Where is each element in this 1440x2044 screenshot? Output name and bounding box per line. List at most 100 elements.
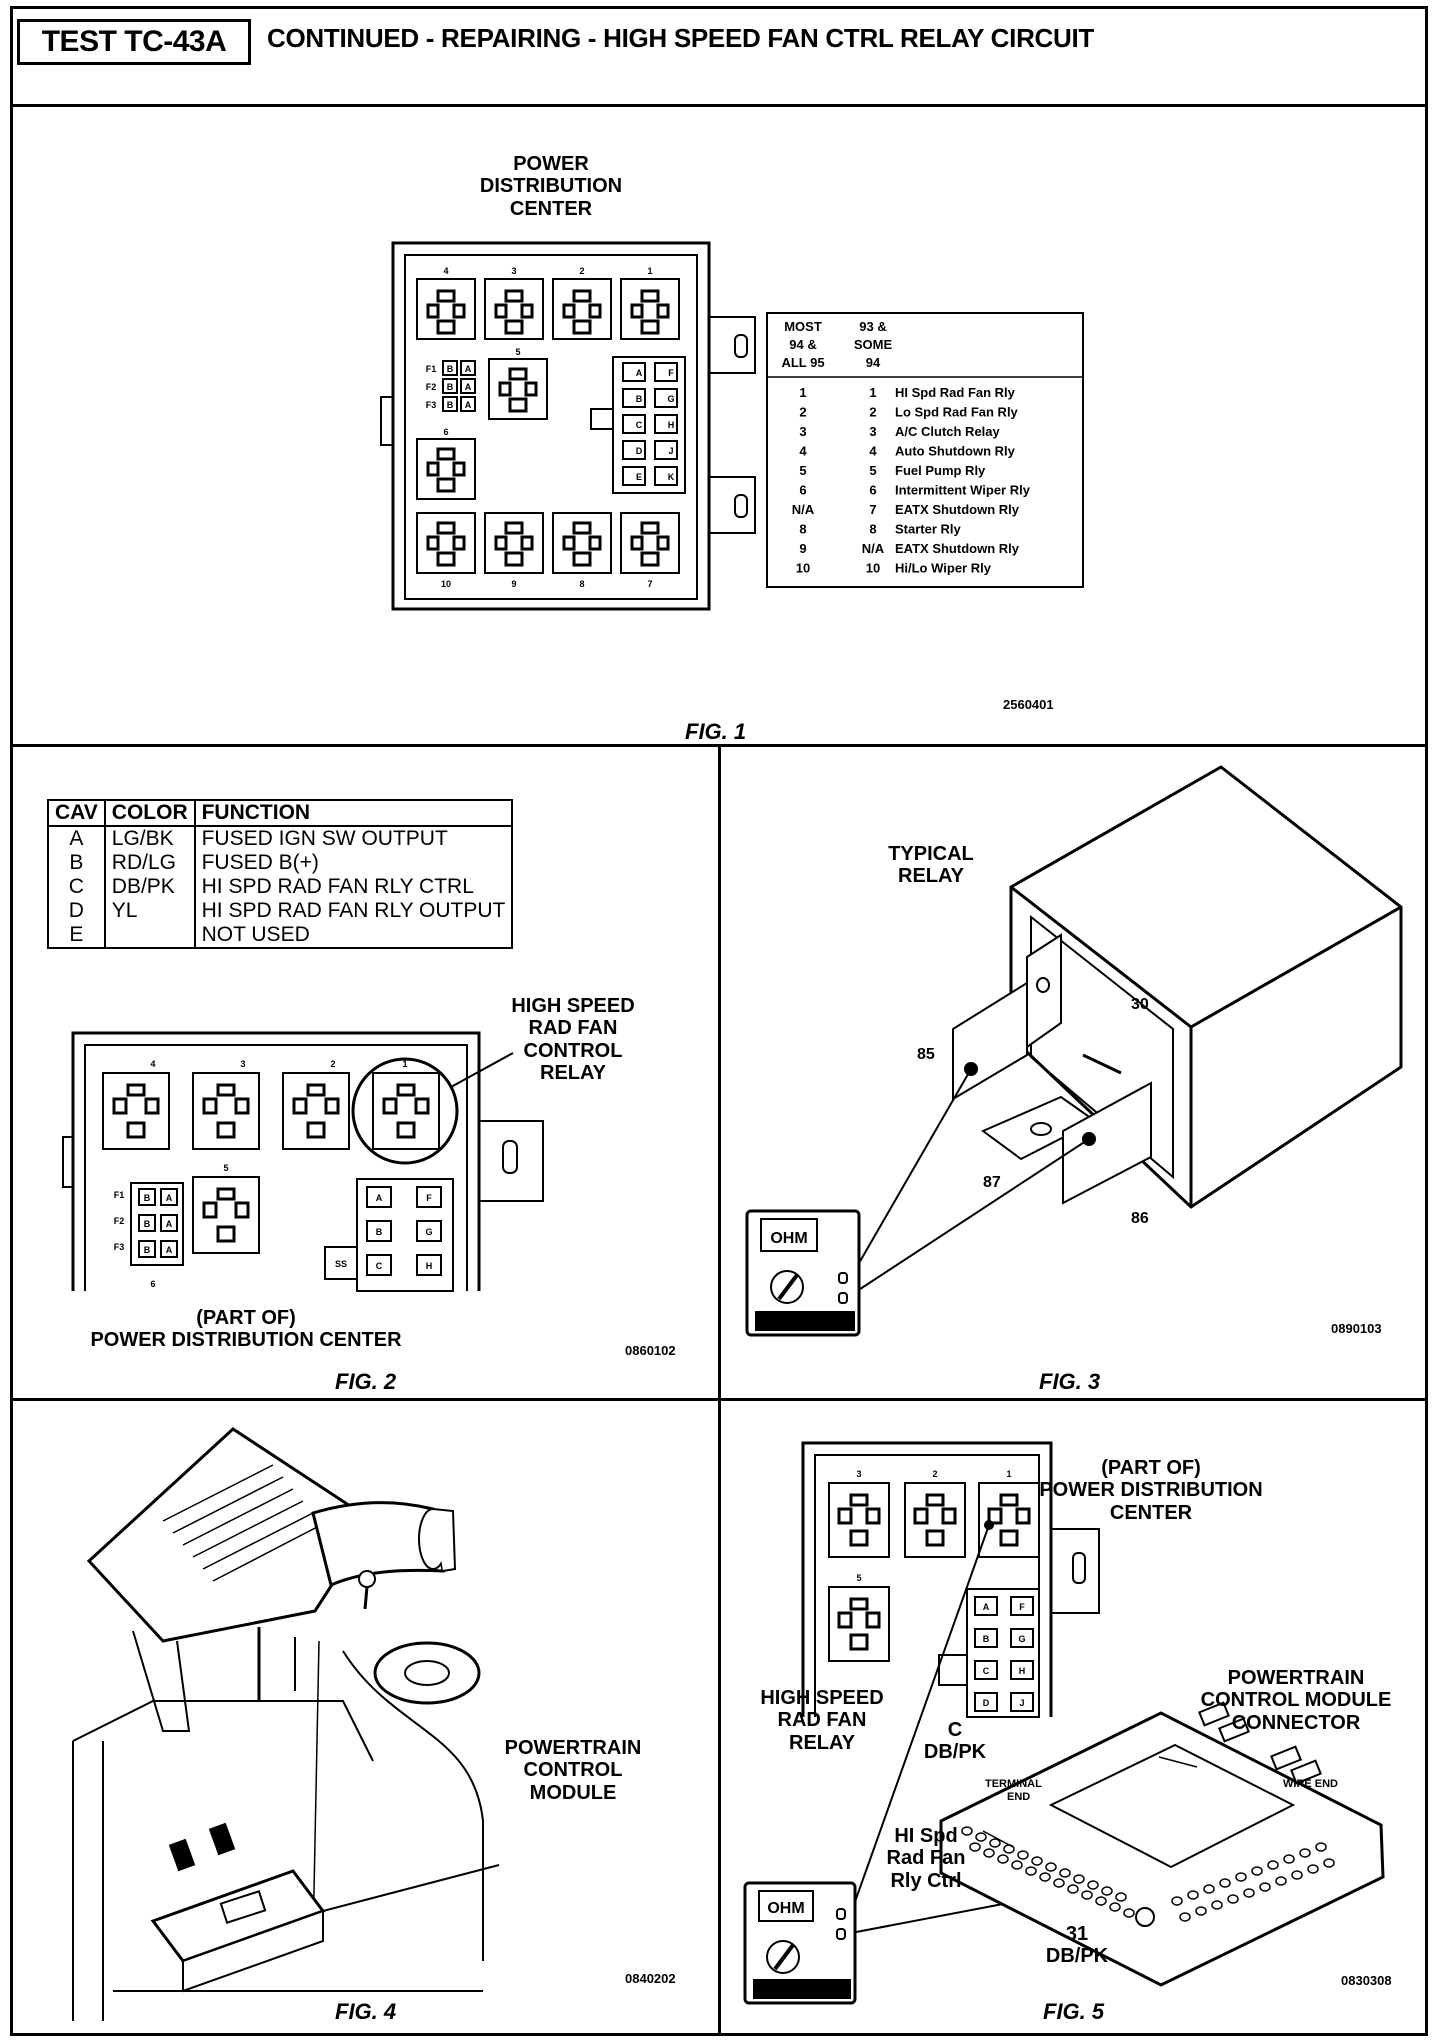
legend-header: 94 <box>866 355 881 370</box>
pcm-pin <box>1011 1860 1023 1870</box>
relay-8 <box>552 512 612 574</box>
pcm-pin <box>1187 1890 1199 1900</box>
label-line: POWER DISTRIBUTION <box>1039 1479 1263 1502</box>
relay-7 <box>620 512 680 574</box>
cavity-letter: A <box>636 368 643 378</box>
label-line: Rad Fan <box>886 1847 966 1870</box>
cavity-letter: B <box>983 1634 990 1644</box>
cav-cell: D <box>48 899 106 923</box>
label-line: POWERTRAIN <box>1227 1667 1365 1689</box>
legend-cavity: 2 <box>869 405 876 420</box>
legend-function: A/C Clutch Relay <box>895 424 1001 439</box>
relay-number: 4 <box>150 1059 155 1069</box>
label-line: HIGH SPEED <box>760 1687 884 1709</box>
caption-line: POWER DISTRIBUTION CENTER <box>90 1329 402 1352</box>
callout-line: CONTROL <box>523 1759 623 1782</box>
color-cell: DB/PK <box>104 875 196 899</box>
relay-number: 5 <box>856 1573 861 1583</box>
pcm-pin <box>1275 1876 1287 1886</box>
fig3-panel: TYPICAL RELAY <box>721 747 1425 1401</box>
relay-number: 5 <box>515 347 520 357</box>
fig4-panel: POWERTRAIN CONTROL MODULE 0840202 FIG. 4 <box>13 1401 721 2033</box>
relay-pin-marks <box>426 289 670 335</box>
terminal-label: 30 <box>1131 996 1149 1013</box>
title-line: TYPICAL <box>888 843 974 865</box>
fuse-cell: B <box>144 1219 151 1229</box>
legend-cavity: 8 <box>799 522 806 537</box>
relay-2 <box>552 278 612 340</box>
fuse-block <box>442 360 476 412</box>
legend-cavity: N/A <box>862 541 885 556</box>
pcm-pin <box>1283 1854 1295 1864</box>
test-id-box: TEST TC-43A <box>17 19 251 65</box>
pdc-partial-diagram: 4 3 2 1 5 6 F1 F2 F3 B A B A B A A F B G… <box>62 1031 544 1292</box>
legend-cavity: 9 <box>799 541 806 556</box>
pdc-title: POWER DISTRIBUTION CENTER <box>471 153 631 220</box>
function-cell: HI SPD RAD FAN RLY CTRL <box>201 875 474 898</box>
callout-line: MODULE <box>529 1781 617 1804</box>
legend-function: Hi/Lo Wiper Rly <box>895 561 992 576</box>
cavity-letter: B <box>376 1227 383 1237</box>
pcm-connector-label: POWERTRAIN CONTROL MODULE CONNECTOR <box>1181 1667 1411 1734</box>
pcm-callout: POWERTRAIN CONTROL MODULE <box>483 1737 663 1804</box>
cavity-letter: G <box>1018 1634 1025 1644</box>
label-line: CONNECTOR <box>1231 1711 1361 1734</box>
cavity-letter: A <box>376 1193 383 1203</box>
pdc-title-line: DISTRIBUTION <box>479 175 623 198</box>
relay-number: 8 <box>579 579 584 589</box>
relay-10 <box>416 512 476 574</box>
relay-6 <box>416 438 476 500</box>
pcm-pin <box>1039 1872 1051 1882</box>
ctrl-label: HI Spd Rad Fan Rly Ctrl <box>871 1825 981 1892</box>
pcm-leader <box>322 1864 500 1912</box>
pcm-pin <box>1025 1866 1037 1876</box>
cavity-letter: H <box>426 1261 433 1271</box>
pdc-title-line: POWER <box>513 153 589 175</box>
legend-cavity: 8 <box>869 522 876 537</box>
cav-cell: E <box>48 923 106 948</box>
cav-cell: A <box>48 826 106 851</box>
label-line: HI Spd <box>894 1825 958 1847</box>
fuse-cell: A <box>465 364 472 374</box>
pcm-pin <box>1115 1892 1127 1902</box>
legend-function: Starter Rly <box>895 522 962 537</box>
legend-header: 93 & <box>859 319 886 334</box>
fuse-cell: A <box>465 400 472 410</box>
terminal-label: 86 <box>1131 1210 1149 1227</box>
terminal-end-label: END <box>1007 1791 1030 1803</box>
legend-header: SOME <box>854 337 893 352</box>
figure-label: FIG. 5 <box>1043 1999 1105 2024</box>
pdc-caption: (PART OF) POWER DISTRIBUTION CENTER <box>71 1307 421 1352</box>
pcm-pin <box>1179 1912 1191 1922</box>
terminal-label: 85 <box>917 1046 935 1063</box>
fuse-cell: A <box>465 382 472 392</box>
pcm-pin <box>1323 1858 1335 1868</box>
meter-display: OHM <box>767 1900 804 1917</box>
pcm-pin <box>989 1838 1001 1848</box>
pcm-pin <box>969 1842 981 1852</box>
cavity-letter: J <box>1019 1698 1024 1708</box>
callout-line: POWERTRAIN <box>504 1737 642 1759</box>
pcm-pin <box>1315 1842 1327 1852</box>
fuse-cell: B <box>447 400 454 410</box>
fuse-block <box>130 1182 184 1266</box>
color-cell: RD/LG <box>104 851 196 875</box>
label-line: DB/PK <box>1045 1945 1109 1968</box>
label-line: CONTROL MODULE <box>1200 1689 1392 1712</box>
fig5-panel: 3 2 1 5 A F B G C H D J <box>721 1401 1425 2033</box>
callout-line: RELAY <box>540 1062 606 1085</box>
pcm-pins <box>961 1826 1335 1922</box>
pcm-pin <box>1243 1888 1255 1898</box>
fuse-label: F3 <box>114 1242 125 1252</box>
legend-box <box>766 312 1084 588</box>
legend-cavity: 5 <box>869 463 876 478</box>
figure-code: 0890103 <box>1331 1321 1382 1336</box>
pcm-pin <box>1045 1862 1057 1872</box>
fuse-cell: A <box>166 1219 173 1229</box>
terminal-label: 87 <box>983 1174 1001 1191</box>
pcm-pin <box>1251 1866 1263 1876</box>
legend-cavity: 3 <box>869 424 876 439</box>
legend-header: MOST <box>784 319 822 334</box>
